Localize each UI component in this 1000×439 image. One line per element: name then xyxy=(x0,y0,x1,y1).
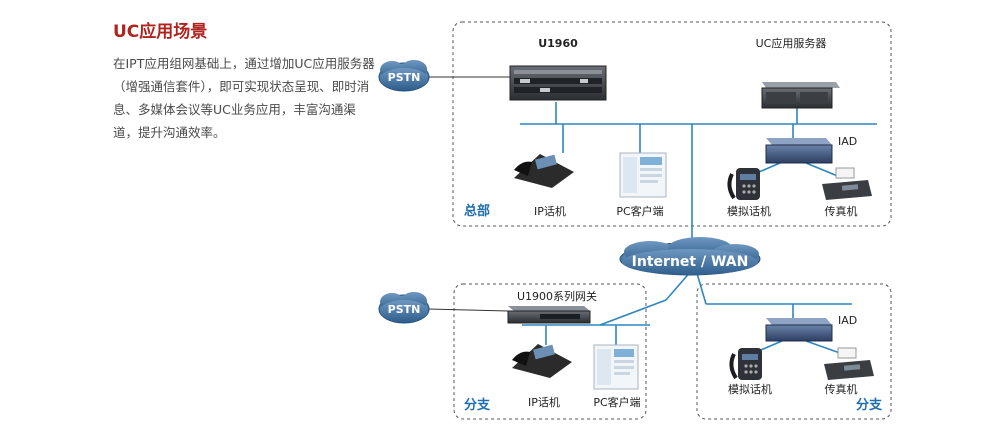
hq-pc-client-label: PC客户端 xyxy=(616,204,663,218)
branch2-iad-icon xyxy=(765,318,833,342)
description: 在IPT应用组网基础上，通过增加UC应用服务器（增强通信套件），即可实现状态呈现… xyxy=(113,56,375,140)
branch2-iad-label: IAD xyxy=(838,314,857,327)
hq-analog-phone-label: 模拟话机 xyxy=(727,204,771,218)
pstn-bottom-label: PSTN xyxy=(388,303,421,316)
branch1-pc-client-label: PC客户端 xyxy=(593,395,640,409)
u1900-gateway-icon xyxy=(507,306,591,324)
branch1-pc-client-icon xyxy=(593,344,639,390)
hq-iad-label: IAD xyxy=(838,135,857,148)
hq-analog-phone-icon xyxy=(727,168,760,200)
branch1-box xyxy=(453,283,647,420)
branch1-ip-phone-label: IP话机 xyxy=(528,395,560,409)
hq-ip-phone-label: IP话机 xyxy=(534,204,566,218)
pstn-top-label: PSTN xyxy=(388,71,421,84)
hq-fax-icon xyxy=(822,167,872,200)
branch2-fax-label: 传真机 xyxy=(825,382,858,396)
wan-label: Internet / WAN xyxy=(632,254,749,270)
branch1-site-label: 分支 xyxy=(464,397,491,413)
hq-box xyxy=(452,21,892,227)
branch1-ip-phone-icon xyxy=(512,344,572,378)
page-title: UC应用场景 xyxy=(113,22,208,42)
hq-iad-icon xyxy=(765,138,833,164)
hq-fax-label: 传真机 xyxy=(825,204,858,218)
hq-site-label: 总部 xyxy=(464,203,490,219)
branch2-analog-phone-icon xyxy=(729,348,762,380)
wan-cloud: Internet / WAN xyxy=(619,237,761,276)
links xyxy=(427,76,877,354)
branch2-fax-icon xyxy=(824,347,874,380)
pstn-cloud-top: PSTN xyxy=(378,60,430,92)
branch2-analog-phone-label: 模拟话机 xyxy=(728,382,772,396)
hq-pc-client-icon xyxy=(619,152,667,198)
branch2-box xyxy=(696,283,892,420)
pstn-cloud-bottom: PSTN xyxy=(378,292,430,324)
uc-server-label: UC应用服务器 xyxy=(756,36,827,50)
uc-server-icon xyxy=(761,82,840,109)
gateway-label: U1900系列网关 xyxy=(517,289,597,303)
u1960-label: U1960 xyxy=(538,37,578,50)
branch2-site-label: 分支 xyxy=(856,397,883,413)
u1960-device-icon xyxy=(509,65,607,101)
hq-ip-phone-icon xyxy=(514,154,574,188)
